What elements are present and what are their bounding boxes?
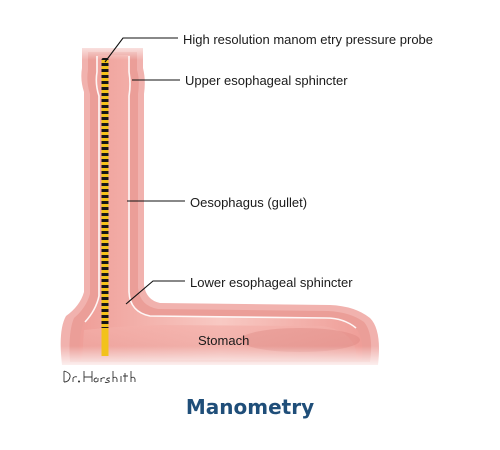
probe-sensor-band [101, 222, 109, 225]
probe-sensor-bands [101, 60, 109, 327]
probe-sensor-band [101, 228, 109, 231]
label-lower-sphincter: Lower esophageal sphincter [190, 275, 353, 290]
probe-sensor-band [101, 270, 109, 273]
probe-sensor-band [101, 288, 109, 291]
probe-sensor-band [101, 252, 109, 255]
probe-sensor-band [101, 120, 109, 123]
probe-sensor-band [101, 294, 109, 297]
probe-sensor-band [101, 126, 109, 129]
probe-sensor-band [101, 204, 109, 207]
probe-sensor-band [101, 258, 109, 261]
esophagus-lining-right [128, 56, 357, 329]
probe-sensor-band [101, 234, 109, 237]
label-stomach: Stomach [198, 333, 250, 348]
label-probe: High resolution manom etry pressure prob… [183, 32, 434, 47]
probe-sensor-band [101, 198, 109, 201]
probe-sensor-band [101, 318, 109, 321]
probe-sensor-band [101, 240, 109, 243]
probe-sensor-band [101, 306, 109, 309]
label-upper-sphincter: Upper esophageal sphincter [185, 73, 348, 88]
label-esophagus: Oesophagus (gullet) [190, 195, 308, 210]
probe-sensor-band [101, 114, 109, 117]
probe-sensor-band [101, 324, 109, 327]
probe-sensor-band [101, 96, 109, 99]
probe-sensor-band [101, 264, 109, 267]
signature [63, 370, 136, 383]
probe-sensor-band [101, 156, 109, 159]
leader-line-lower-sphincter [125, 280, 185, 305]
probe-sensor-band [101, 282, 109, 285]
probe-sensor-band [101, 72, 109, 75]
probe-sensor-band [101, 246, 109, 249]
probe-sensor-band [101, 168, 109, 171]
probe-sensor-band [101, 132, 109, 135]
probe-sensor-band [101, 78, 109, 81]
probe-sensor-band [101, 186, 109, 189]
probe-sensor-band [101, 150, 109, 153]
probe-sensor-band [101, 210, 109, 213]
esophagus-lining-left [84, 56, 100, 323]
probe-sensor-band [101, 144, 109, 147]
probe-sensor-band [101, 276, 109, 279]
probe-sensor-band [101, 180, 109, 183]
probe-tip [101, 328, 109, 356]
esophagus-outer-wall [60, 48, 380, 365]
probe-sensor-band [101, 162, 109, 165]
probe-sensor-band [101, 312, 109, 315]
probe-sensor-band [101, 84, 109, 87]
probe-sensor-band [101, 66, 109, 69]
leader-line-probe [104, 37, 178, 63]
probe-sensor-band [101, 108, 109, 111]
probe-sensor-band [101, 192, 109, 195]
probe-sensor-band [101, 174, 109, 177]
probe-sensor-band [101, 102, 109, 105]
probe-sensor-band [101, 90, 109, 93]
probe-sensor-band [101, 216, 109, 219]
diagram-title: Manometry [185, 395, 315, 419]
probe-sensor-band [101, 138, 109, 141]
probe-sensor-band [101, 300, 109, 303]
